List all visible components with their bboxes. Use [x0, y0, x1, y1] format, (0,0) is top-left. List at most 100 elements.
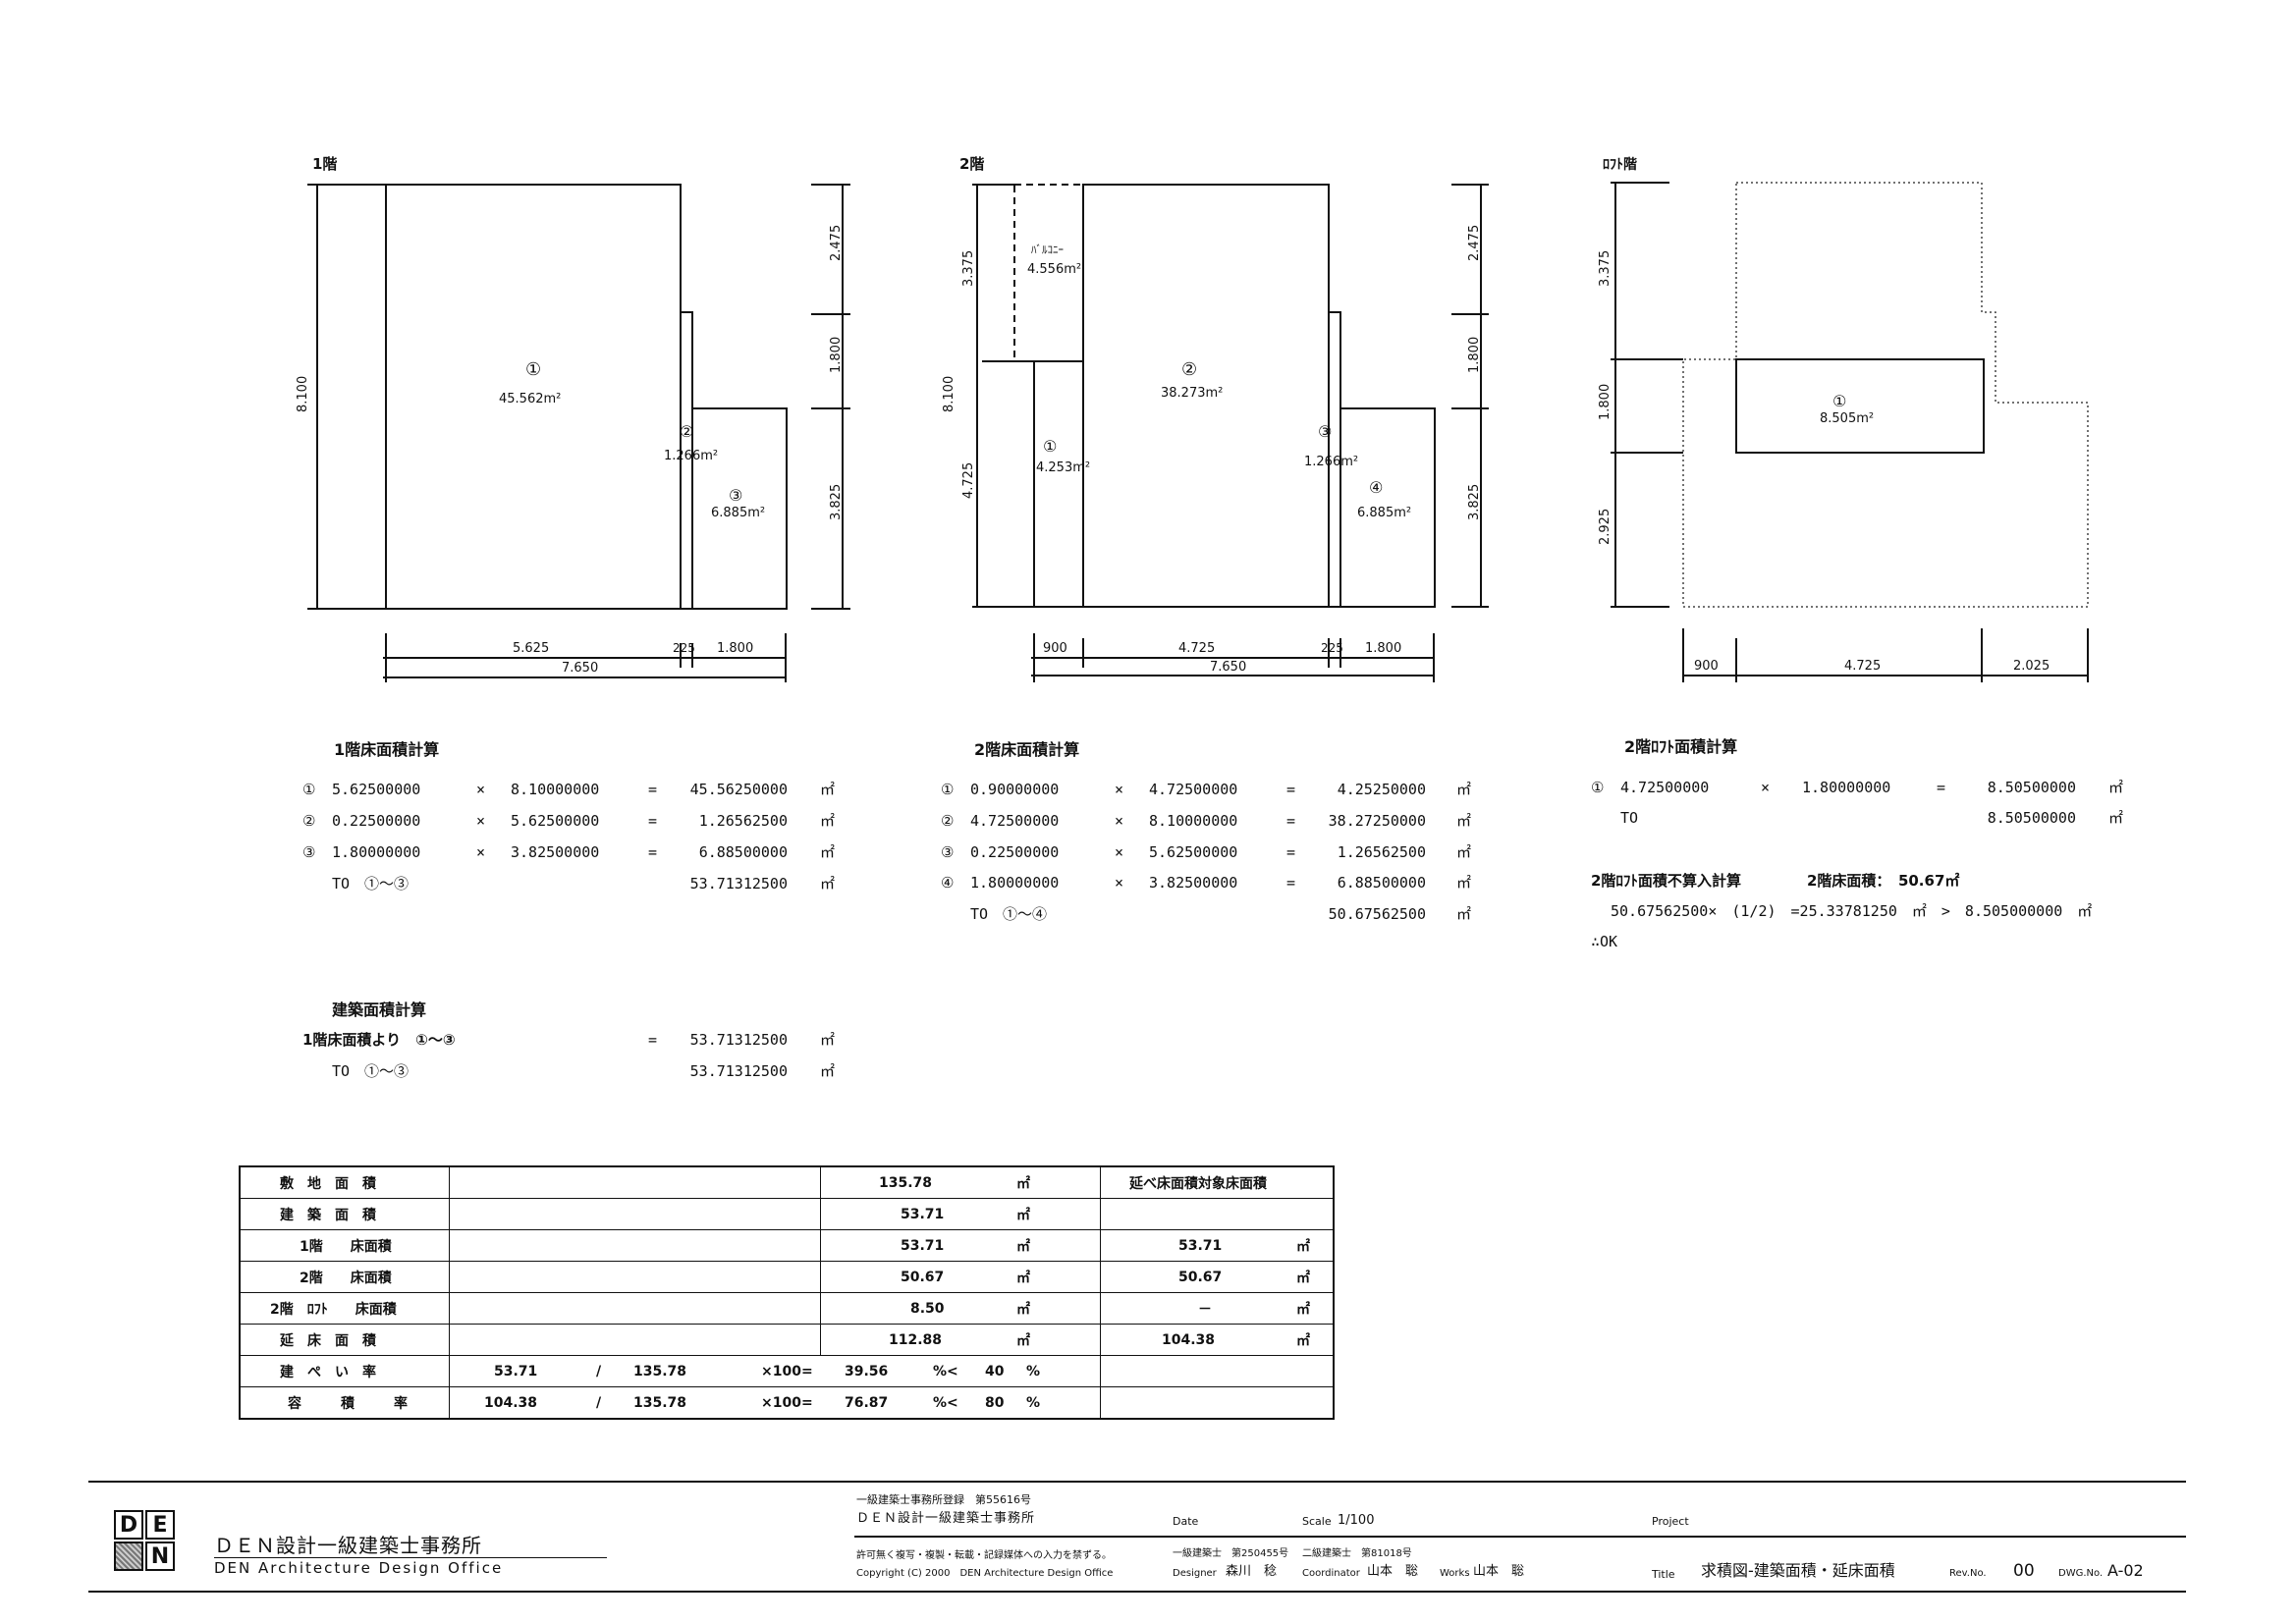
- floor2-room1-outline: [1033, 360, 1084, 608]
- calc1-row1-unit: ㎡: [820, 781, 836, 798]
- calc2-row2-result: 38.27250000: [1328, 812, 1426, 830]
- calc1-row2-a: 0.22500000: [332, 812, 421, 830]
- calc3-row1-b: 1.80000000: [1802, 779, 1891, 796]
- row-value: 53.71: [901, 1206, 945, 1222]
- floor2-room4-no: ④: [1369, 478, 1383, 497]
- calc2-total-label: TO ①～④: [970, 905, 1048, 923]
- title-label: Title: [1652, 1568, 1675, 1581]
- calc1-title: 1階床面積計算: [334, 740, 440, 759]
- table-row: 建築面積 53.71 ㎡: [241, 1199, 1333, 1230]
- calc2-row3-unit: ㎡: [1456, 843, 1472, 861]
- ratio-num: 104.38: [484, 1395, 538, 1411]
- calc3-total: 8.50500000: [1987, 809, 2076, 827]
- floor1-dim-total: 7.650: [562, 661, 598, 676]
- calc2-row3-op: ×: [1115, 843, 1124, 861]
- logo-letter: D: [114, 1510, 143, 1540]
- floor2-balcony-name: ﾊﾞﾙｺﾆｰ: [1031, 243, 1064, 256]
- calc4-total: 53.71312500: [689, 1062, 788, 1080]
- dwg-label: DWG.No.: [2058, 1568, 2104, 1579]
- loft-dim-left-1: 3.375: [1598, 250, 1613, 287]
- table-row: 1階 床面積 53.71 ㎡ 53.71 ㎡: [241, 1230, 1333, 1262]
- calc2-row3-result: 1.26562500: [1337, 843, 1426, 861]
- rev-label: Rev.No.: [1949, 1568, 1987, 1579]
- ratio-pct: %: [1026, 1363, 1041, 1380]
- row-extra-unit: ㎡: [1296, 1270, 1310, 1286]
- coordinator-registration: 二級建築士 第81018号: [1302, 1548, 1412, 1559]
- calc1-row3-a: 1.80000000: [332, 843, 421, 861]
- works-name: 山本 聡: [1473, 1564, 1525, 1579]
- loft-room1-no: ①: [1832, 392, 1846, 410]
- loft-dim-bottom-3: 2.025: [2013, 659, 2050, 674]
- dwg-number: A-02: [2107, 1561, 2144, 1580]
- calc2-row2-unit: ㎡: [1456, 812, 1472, 830]
- row-label: 建築面積: [280, 1207, 390, 1223]
- title-block: D E N ＤＥＮ設計一級建築士事務所 DEN Architecture Des…: [88, 1481, 2186, 1593]
- floor2-dim-bottom-1: 900: [1043, 641, 1067, 656]
- floor1-room1-area: 45.562m²: [499, 392, 561, 406]
- logo-hatched-box: [114, 1542, 143, 1571]
- row-extra-unit: ㎡: [1296, 1301, 1310, 1318]
- row-value: 53.71: [901, 1237, 945, 1254]
- office-registration: 一級建築士事務所登録 第55616号: [856, 1493, 1031, 1506]
- calc2-row1-no: ①: [941, 781, 955, 798]
- loft-outline-dotted: [1682, 182, 2089, 608]
- row-unit: ㎡: [1016, 1238, 1030, 1255]
- calc4-title: 建築面積計算: [332, 1001, 427, 1019]
- calc2-row4-a: 1.80000000: [970, 874, 1060, 892]
- row-label: 敷地面積: [280, 1175, 390, 1192]
- table-row: 2階 ﾛﾌﾄ 床面積 8.50 ㎡ － ㎡: [241, 1293, 1333, 1325]
- row-extra: 104.38: [1162, 1331, 1216, 1348]
- floor1-room2-no: ②: [680, 422, 693, 441]
- floor1-room3-no: ③: [729, 486, 742, 505]
- floor1-dim-right-1: 2.475: [829, 225, 844, 261]
- row-label: 2階 床面積: [300, 1270, 392, 1286]
- floor1-dim-right-3: 3.825: [829, 484, 844, 520]
- row-extra-header: 延べ床面積対象床面積: [1129, 1175, 1267, 1192]
- row-unit: ㎡: [1016, 1270, 1030, 1286]
- calc3-row1-result: 8.50500000: [1987, 779, 2076, 796]
- calc1-row3-no: ③: [302, 843, 316, 861]
- calc2-row1-op: ×: [1115, 781, 1124, 798]
- calc1-row1-result: 45.56250000: [689, 781, 788, 798]
- calc2-row2-b: 8.10000000: [1149, 812, 1238, 830]
- floor2-dim-left-1: 3.375: [961, 250, 976, 287]
- calc1-row3-result: 6.88500000: [698, 843, 788, 861]
- calc1-row1-no: ①: [302, 781, 316, 798]
- row-extra: 53.71: [1178, 1237, 1223, 1254]
- calc3-row1-a: 4.72500000: [1620, 779, 1710, 796]
- loft-dim-bottom-2: 4.725: [1844, 659, 1881, 674]
- calc2-row3-eq: =: [1286, 843, 1296, 861]
- floor2-room1-no: ①: [1043, 437, 1057, 456]
- floor2-room2-no: ②: [1181, 359, 1197, 380]
- calc1-row2-b: 5.62500000: [511, 812, 600, 830]
- ratio-mul: ×100=: [761, 1395, 813, 1411]
- floor1-room3-area: 6.885m²: [711, 506, 765, 520]
- row-unit: ㎡: [1016, 1175, 1030, 1192]
- ratio-limit: 40: [985, 1363, 1005, 1380]
- calc2-row1-result: 4.25250000: [1337, 781, 1426, 798]
- ratio-result: 76.87: [845, 1395, 889, 1411]
- table-row: 2階 床面積 50.67 ㎡ 50.67 ㎡: [241, 1262, 1333, 1293]
- calc1-row3-unit: ㎡: [820, 843, 836, 861]
- copy-notice: 許可無く複写・複製・転載・記録媒体への入力を禁ずる。: [856, 1550, 1112, 1561]
- calc2-row4-unit: ㎡: [1456, 874, 1472, 892]
- ratio-label: 建ぺい率: [280, 1364, 390, 1380]
- calc3-floor2-area: 2階床面積： 50.67㎡: [1807, 872, 1960, 890]
- calc3-row1-no: ①: [1591, 779, 1605, 796]
- floor2-room1-area: 4.253m²: [1036, 460, 1090, 475]
- ratio-label: 容積率: [288, 1396, 447, 1412]
- scale-label: Scale: [1302, 1515, 1332, 1528]
- calc1-row2-no: ②: [302, 812, 316, 830]
- row-extra: －: [1198, 1301, 1212, 1318]
- calc2-row1-unit: ㎡: [1456, 781, 1472, 798]
- logo-letter: N: [145, 1542, 175, 1571]
- calc2-row1-eq: =: [1286, 781, 1296, 798]
- floor2-room3-area: 1.266m²: [1304, 455, 1358, 469]
- designer-registration: 一級建築士 第250455号: [1173, 1548, 1289, 1559]
- ratio-row: 建ぺい率 53.71 / 135.78 ×100= 39.56 %< 40 %: [241, 1356, 1333, 1387]
- floor2-dim-total: 7.650: [1210, 660, 1246, 675]
- ratio-mul: ×100=: [761, 1363, 813, 1380]
- calc1-row2-unit: ㎡: [820, 812, 836, 830]
- floor1-dim-bottom-3: 1.800: [717, 641, 753, 656]
- row-unit: ㎡: [1016, 1207, 1030, 1223]
